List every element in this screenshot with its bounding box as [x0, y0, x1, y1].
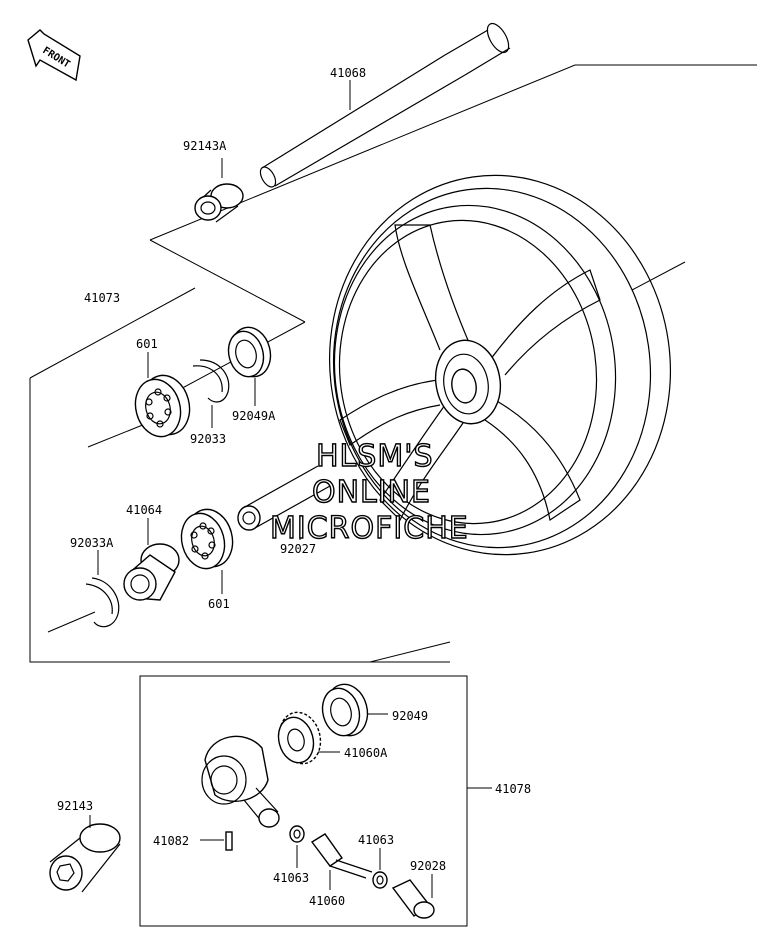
label-92033A[interactable]: 92033A	[70, 536, 114, 550]
watermark: HLSM'S ONLINE MICROFICHE	[269, 438, 469, 546]
gear-housing	[201, 735, 280, 828]
bearing-601-upper	[134, 352, 191, 438]
label-601-lower[interactable]: 601	[208, 597, 230, 611]
bearing-601-lower	[180, 508, 234, 594]
front-wheel-rim	[328, 174, 686, 556]
spacer-92027	[237, 465, 331, 540]
collar-41064	[123, 518, 180, 601]
circlip-92033	[192, 359, 230, 428]
bushing-92028	[391, 874, 435, 919]
front-arrow-icon: FRONT	[27, 29, 81, 82]
washer-41063-b	[372, 848, 388, 889]
oil-seal-92049A	[227, 326, 272, 406]
label-92049[interactable]: 92049	[392, 709, 428, 723]
watermark-line-1: HLSM'S	[316, 439, 434, 474]
gear-41060A	[277, 711, 340, 765]
label-41073[interactable]: 41073	[84, 291, 120, 305]
label-92143[interactable]: 92143	[57, 799, 93, 813]
oil-seal-92049	[321, 683, 388, 737]
collar-92143	[49, 815, 121, 893]
group-41073-outline	[29, 64, 757, 663]
pin-41082	[200, 831, 233, 851]
shaft-41060	[310, 833, 373, 890]
label-41060[interactable]: 41060	[309, 894, 345, 908]
label-41060A[interactable]: 41060A	[344, 746, 388, 760]
label-41078[interactable]: 41078	[495, 782, 531, 796]
watermark-line-3: MICROFICHE	[270, 511, 469, 546]
label-92033[interactable]: 92033	[190, 432, 226, 446]
group-41078-box	[139, 675, 492, 927]
label-41064[interactable]: 41064	[126, 503, 162, 517]
axle-41068	[259, 22, 511, 188]
label-92143A[interactable]: 92143A	[183, 139, 227, 153]
label-41063-left[interactable]: 41063	[273, 871, 309, 885]
collar-92143A	[194, 158, 244, 223]
washer-41063-a	[289, 825, 305, 868]
label-92027[interactable]: 92027	[280, 542, 316, 556]
label-41068[interactable]: 41068	[330, 66, 366, 80]
watermark-line-2: ONLINE	[312, 475, 431, 510]
label-92049A[interactable]: 92049A	[232, 409, 276, 423]
label-92028[interactable]: 92028	[410, 859, 446, 873]
label-41063-right[interactable]: 41063	[358, 833, 394, 847]
label-41082[interactable]: 41082	[153, 834, 189, 848]
circlip-92033A	[85, 550, 120, 628]
label-601-upper[interactable]: 601	[136, 337, 158, 351]
